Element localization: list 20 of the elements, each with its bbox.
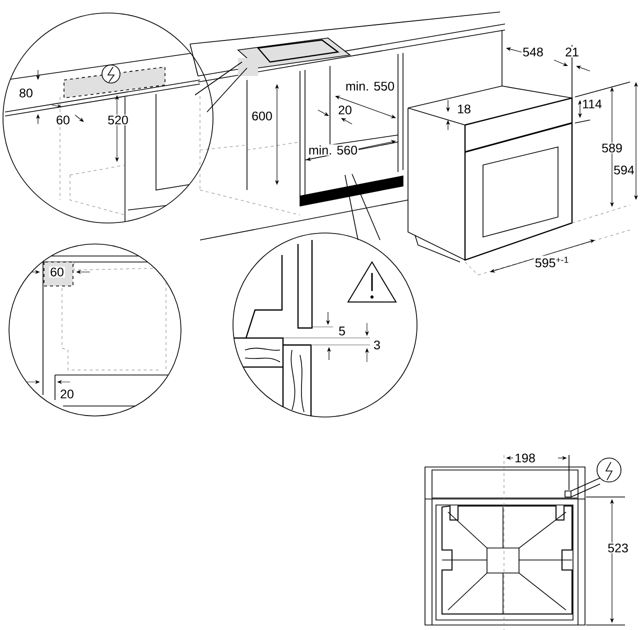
dimension-label: 3 [372, 340, 382, 350]
dimension-label: 5 [338, 326, 346, 336]
dimension-label: 60 [55, 114, 71, 126]
dimension-label: 80 [18, 88, 34, 98]
dimension-label: 20 [59, 388, 75, 400]
dimension-label: min. 560 [307, 144, 359, 156]
dimension-label: 18 [456, 104, 472, 114]
dimension-label: 21 [564, 46, 580, 58]
dimension-label: 548 [522, 46, 544, 58]
dimension-label: 520 [106, 114, 130, 126]
dimension-label: 600 [250, 110, 274, 122]
dimension-label: 198 [514, 452, 536, 464]
dimension-label: 594 [612, 164, 636, 176]
dimension-label: 60 [49, 266, 65, 278]
dimension-label: 589 [600, 142, 624, 154]
dimension-label: 20 [337, 104, 353, 116]
dimension-label: min. 550 [344, 80, 396, 92]
dimension-label: 114 [581, 98, 603, 110]
dimension-label: 595$^{+-1}$ [534, 256, 570, 268]
dimension-label: 523 [606, 542, 630, 554]
